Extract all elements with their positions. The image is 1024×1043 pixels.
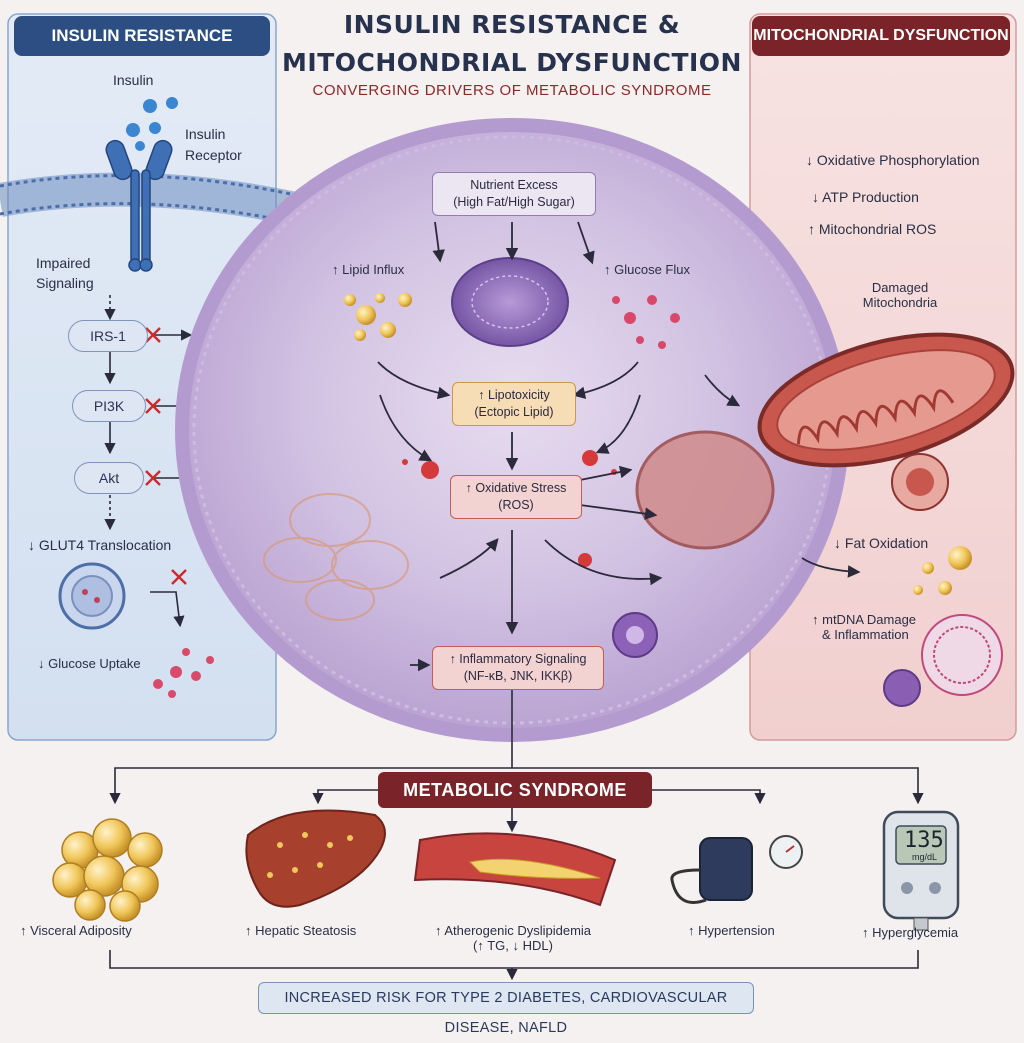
insulin-receptor-label-1: Insulin [185, 126, 226, 142]
pi3k-node: PI3K [72, 390, 146, 422]
lipotoxicity-box: ↑ Lipotoxicity (Ectopic Lipid) [452, 382, 576, 426]
block-marks [145, 327, 187, 585]
cell-mitochondrion [635, 430, 775, 550]
glucose-molecules [612, 295, 680, 349]
visceral-fat-graphic [52, 818, 163, 922]
nutrient-excess-detail: (High Fat/High Sugar) [453, 195, 575, 209]
center-arrows [377, 221, 861, 672]
artery-graphic [413, 832, 617, 907]
title-line-1: INSULIN RESISTANCE & [343, 10, 681, 39]
lipotoxicity-label: ↑ Lipotoxicity [478, 388, 550, 402]
mtdna-label: ↑ mtDNA Damage & Inflammation [812, 612, 916, 642]
nutrient-excess-label: Nutrient Excess [470, 178, 558, 192]
title-line-2: MITOCHONDRIAL DYSFUNCTION [282, 48, 742, 77]
insulin-label: Insulin [113, 72, 154, 88]
impaired-signaling-label-1: Impaired [36, 255, 91, 271]
glucose-flux-label: ↑ Glucose Flux [604, 262, 690, 277]
atp-label: ↓ ATP Production [812, 189, 919, 205]
hypertension-label: ↑ Hypertension [688, 923, 775, 938]
visceral-adiposity-label: ↑ Visceral Adiposity [20, 923, 132, 938]
mtdna-circle [883, 614, 1003, 707]
nucleus-graphic [451, 257, 569, 347]
hepatic-steatosis-label: ↑ Hepatic Steatosis [245, 923, 357, 938]
page-subtitle: CONVERGING DRIVERS OF METABOLIC SYNDROME [312, 82, 712, 99]
insulin-receptor-graphic [105, 139, 173, 272]
ros-bursts [402, 450, 617, 567]
immune-cell [612, 612, 658, 658]
insulin-resistance-title: INSULIN RESISTANCE [14, 16, 270, 56]
lipid-influx-label: ↑ Lipid Influx [332, 262, 405, 277]
oxidative-stress-detail: (ROS) [498, 498, 534, 512]
increased-risk-box: INCREASED RISK FOR TYPE 2 DIABETES, CARD… [258, 982, 754, 1036]
impaired-signaling-label-2: Signaling [36, 275, 94, 291]
er-network [263, 493, 409, 621]
oxidative-stress-label: ↑ Oxidative Stress [465, 481, 567, 495]
blood-pressure-cuff [670, 835, 803, 904]
glucose-unit: mg/dL [912, 852, 938, 862]
mtdna-line-2: & Inflammation [822, 627, 909, 642]
oxphos-label: ↓ Oxidative Phosphorylation [806, 152, 980, 168]
glucose-uptake-label: ↓ Glucose Uptake [38, 656, 141, 671]
damaged-mito-line-2: Mitochondria [862, 295, 938, 310]
glucose-molecules-left [153, 648, 214, 698]
metabolic-syndrome-banner: METABOLIC SYNDROME [378, 772, 652, 808]
dyslipidemia-line-1: ↑ Atherogenic Dyslipidemia [434, 923, 592, 938]
damaged-mitochondrion [757, 332, 1015, 511]
insulin-molecules [126, 97, 178, 151]
bottom-connectors [109, 690, 924, 981]
dyslipidemia-label: ↑ Atherogenic Dyslipidemia (↑ TG, ↓ HDL) [418, 923, 608, 953]
insulin-receptor-label-2: Receptor [185, 147, 242, 163]
hyperglycemia-label: ↑ Hyperglycemia [862, 925, 959, 940]
oxidative-stress-box: ↑ Oxidative Stress (ROS) [450, 475, 582, 519]
glucose-reading: 135 [904, 828, 944, 853]
irs1-node: IRS-1 [68, 320, 148, 352]
lipotoxicity-detail: (Ectopic Lipid) [474, 405, 554, 419]
glut4-vesicle [58, 562, 126, 630]
inflammatory-signaling-detail: (NF-κB, JNK, IKKβ) [463, 669, 573, 683]
akt-node: Akt [74, 462, 144, 494]
nutrient-excess-box: Nutrient Excess (High Fat/High Sugar) [432, 172, 596, 216]
fat-droplets-right [913, 546, 972, 595]
mito-ros-label: ↑ Mitochondrial ROS [808, 221, 937, 237]
lipid-droplets [344, 293, 412, 341]
damaged-mito-line-1: Damaged [871, 280, 929, 295]
inflammatory-signaling-box: ↑ Inflammatory Signaling (NF-κB, JNK, IK… [432, 646, 604, 690]
glut4-label: ↓ GLUT4 Translocation [28, 537, 172, 553]
glucometer-graphic [882, 810, 960, 931]
inflammatory-signaling-label: ↑ Inflammatory Signaling [449, 652, 587, 666]
cell-body [175, 118, 849, 742]
dyslipidemia-line-2: (↑ TG, ↓ HDL) [473, 938, 553, 953]
mtdna-line-1: ↑ mtDNA Damage [812, 612, 917, 627]
page-title: INSULIN RESISTANCE & MITOCHONDRIAL DYSFU… [262, 6, 762, 82]
damaged-mito-label: Damaged Mitochondria [845, 280, 955, 310]
fat-oxidation-label: ↓ Fat Oxidation [834, 535, 929, 551]
mito-dysfunction-title: MITOCHONDRIAL DYSFUNCTION [752, 16, 1010, 56]
liver-graphic [245, 809, 386, 908]
